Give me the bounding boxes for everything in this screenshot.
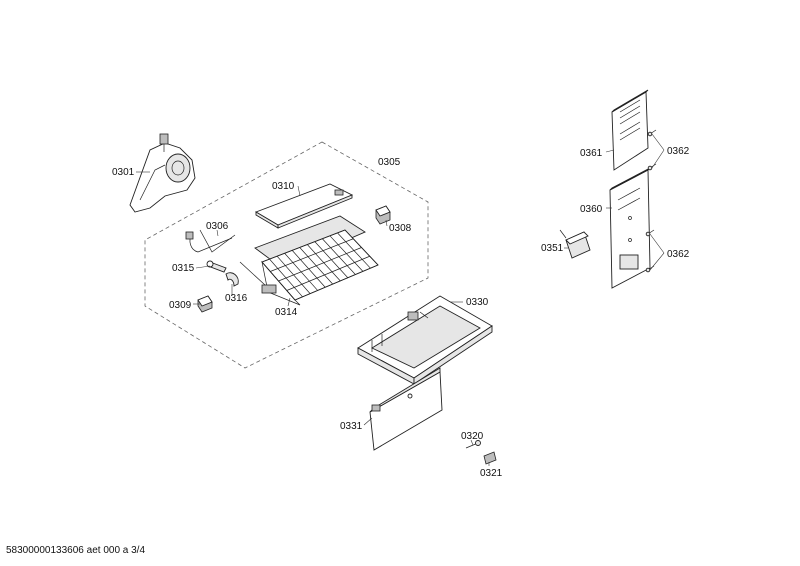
label-0301: 0301	[112, 167, 135, 178]
label-0321: 0321	[480, 468, 503, 479]
label-0305: 0305	[378, 157, 401, 168]
part-0301-fan-housing[interactable]	[129, 133, 196, 213]
part-0315-sensor[interactable]	[206, 260, 227, 273]
label-0362-upper: 0362	[667, 146, 690, 157]
label-0362-lower: 0362	[667, 249, 690, 260]
evaporator-tube	[270, 238, 354, 272]
label-0309: 0309	[169, 300, 192, 311]
part-0310-cover-plate[interactable]	[254, 183, 354, 229]
part-0360-lower-panel[interactable]	[609, 167, 651, 289]
label-0360: 0360	[580, 204, 603, 215]
part-0331-front-panel[interactable]	[369, 367, 443, 451]
part-0309-holder[interactable]	[197, 295, 213, 313]
part-0351-switch-unit[interactable]	[559, 229, 591, 259]
part-0316-clip[interactable]	[225, 272, 239, 287]
assembly-group-outline	[144, 141, 429, 369]
label-0315: 0315	[172, 263, 195, 274]
part-0314-evaporator[interactable]	[239, 215, 379, 306]
evaporator-tube	[261, 229, 346, 263]
part-0321-cap[interactable]	[483, 451, 497, 465]
part-0306-sensor-cable[interactable]	[185, 229, 236, 253]
part-0361-upper-panel[interactable]	[611, 89, 649, 171]
part-0320-screw[interactable]	[465, 440, 481, 449]
label-0310: 0310	[272, 181, 295, 192]
part-0330-drip-tray[interactable]	[357, 295, 493, 385]
label-0306: 0306	[206, 221, 229, 232]
part-0308-holder[interactable]	[375, 205, 391, 225]
evaporator-tube	[278, 247, 362, 282]
label-0361: 0361	[580, 148, 603, 159]
label-0314: 0314	[275, 307, 298, 318]
leader-lines	[136, 133, 665, 466]
label-0316: 0316	[225, 293, 248, 304]
label-0330: 0330	[466, 297, 489, 308]
label-0351: 0351	[541, 243, 564, 254]
document-footer-code: 58300000133606 aet 000 a 3/4	[6, 545, 146, 556]
evaporator-tube	[286, 255, 370, 291]
label-0331: 0331	[340, 421, 363, 432]
evaporator-tube	[294, 264, 379, 301]
label-0320: 0320	[461, 431, 484, 442]
label-0308: 0308	[389, 223, 412, 234]
